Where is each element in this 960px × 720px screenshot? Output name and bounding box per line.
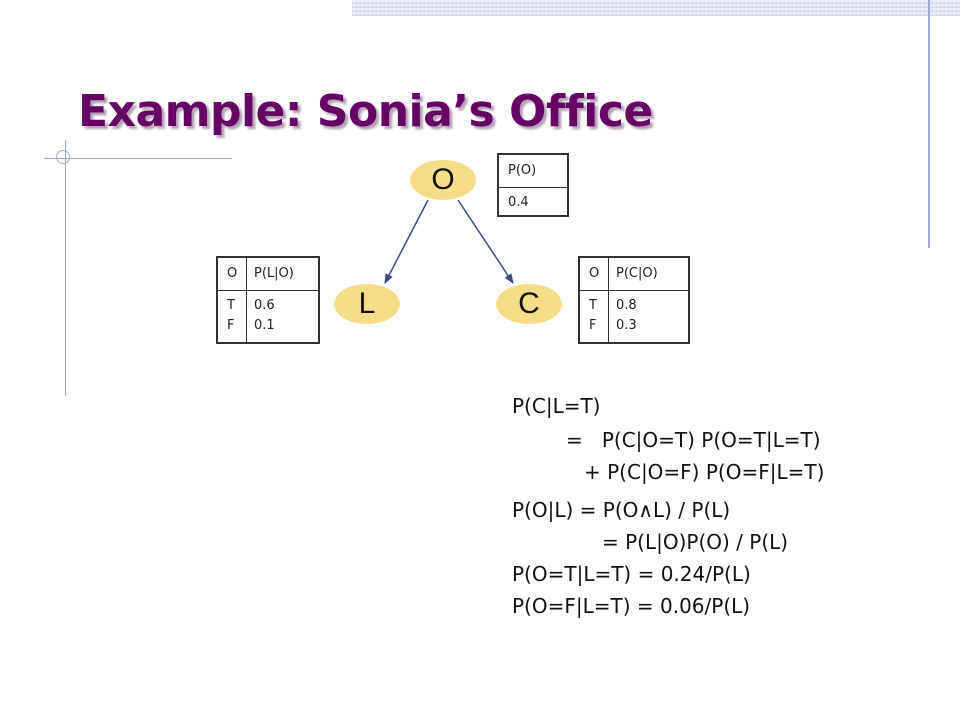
cpt-l-row2-p: 0.1 bbox=[254, 318, 275, 333]
equation-line-1: P(C|L=T) bbox=[512, 394, 601, 418]
cpt-l: O P(L|O) T 0.6 F 0.1 bbox=[216, 256, 320, 344]
cpt-c-row2-p: 0.3 bbox=[616, 318, 637, 333]
cpt-l-row1-o: T bbox=[227, 298, 235, 313]
cpt-c-col2: P(C|O) bbox=[616, 266, 658, 281]
node-o: O bbox=[410, 160, 476, 200]
equation-line-3: + P(C|O=F) P(O=F|L=T) bbox=[584, 460, 825, 484]
decorative-line-horizontal bbox=[44, 158, 232, 159]
node-c: C bbox=[496, 284, 562, 324]
cpt-c-row1-o: T bbox=[589, 298, 597, 313]
cpt-c-header-row: O P(C|O) bbox=[580, 258, 688, 291]
cpt-l-col1: O bbox=[227, 266, 238, 281]
header-pattern bbox=[352, 0, 960, 16]
edge-o-to-l bbox=[384, 199, 429, 284]
cpt-o-header: P(O) bbox=[508, 163, 537, 178]
cpt-c-divider bbox=[608, 258, 609, 342]
node-l: L bbox=[334, 284, 400, 324]
equation-line-5: = P(L|O)P(O) / P(L) bbox=[602, 530, 789, 554]
cpt-c-col1: O bbox=[589, 266, 600, 281]
slide-title: Example: Sonia’s Office bbox=[78, 86, 653, 137]
cpt-c-row2-o: F bbox=[589, 318, 597, 333]
node-o-label: O bbox=[431, 163, 455, 196]
decorative-line-left bbox=[65, 140, 66, 396]
equation-line-2: = P(C|O=T) P(O=T|L=T) bbox=[566, 428, 821, 452]
equation-line-4: P(O|L) = P(O∧L) / P(L) bbox=[512, 498, 731, 522]
cpt-c-row1-p: 0.8 bbox=[616, 298, 637, 313]
cpt-o-header-row: P(O) bbox=[499, 155, 567, 188]
node-l-label: L bbox=[358, 287, 376, 320]
equation-line-6: P(O=T|L=T) = 0.24/P(L) bbox=[512, 562, 751, 586]
cpt-l-header-row: O P(L|O) bbox=[218, 258, 318, 291]
cpt-o: P(O) 0.4 bbox=[497, 153, 569, 217]
cpt-l-divider bbox=[246, 258, 247, 342]
edge-o-to-c bbox=[457, 199, 514, 284]
cpt-o-value: 0.4 bbox=[508, 195, 529, 210]
cpt-c: O P(C|O) T 0.8 F 0.3 bbox=[578, 256, 690, 344]
cpt-l-col2: P(L|O) bbox=[254, 266, 294, 281]
cpt-l-row2-o: F bbox=[227, 318, 235, 333]
node-c-label: C bbox=[518, 287, 540, 320]
decorative-circle bbox=[56, 150, 70, 164]
cpt-l-row1-p: 0.6 bbox=[254, 298, 275, 313]
equation-line-7: P(O=F|L=T) = 0.06/P(L) bbox=[512, 594, 751, 618]
decorative-line-right bbox=[928, 0, 930, 248]
